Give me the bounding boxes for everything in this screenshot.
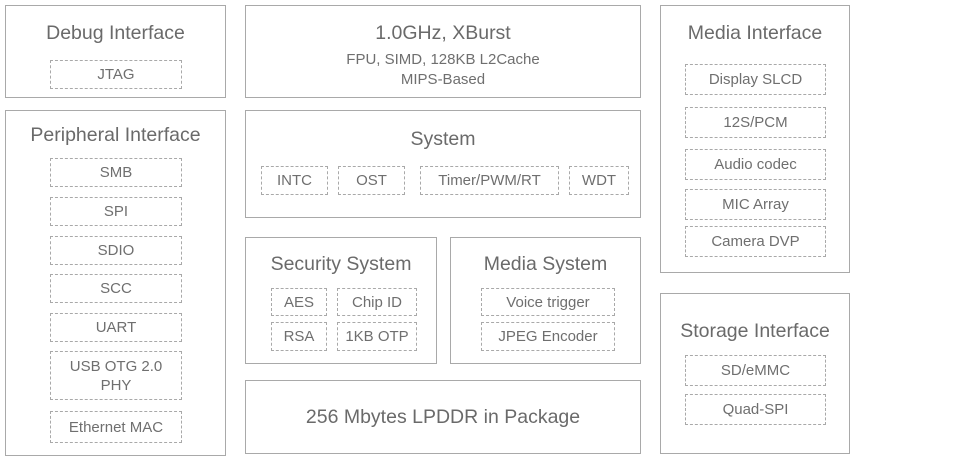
peripheral-interface-title: Peripheral Interface <box>30 124 201 146</box>
camera-dvp-module: Camera DVP <box>685 226 826 257</box>
security-system-title: Security System <box>270 253 412 275</box>
intc-module: INTC <box>261 166 328 195</box>
voice-trigger-module: Voice trigger <box>481 288 615 316</box>
phy-label: PHY <box>100 376 132 394</box>
cpu-details: FPU, SIMD, 128KB L2Cache MIPS-Based <box>246 50 640 90</box>
sdio-module: SDIO <box>50 236 182 265</box>
usb-otg-phy-module: USB OTG 2.0 PHY <box>50 351 182 400</box>
display-slcd-module: Display SLCD <box>685 64 826 95</box>
ethernet-mac-module: Ethernet MAC <box>50 411 182 443</box>
aes-module: AES <box>271 288 327 316</box>
i2s-pcm-module: 12S/PCM <box>685 107 826 138</box>
peripheral-interface-block: Peripheral Interface SMB SPI SDIO SCC UA… <box>5 110 226 456</box>
cpu-architecture: MIPS-Based <box>400 71 486 88</box>
timer-pwm-rt-module: Timer/PWM/RT <box>420 166 559 195</box>
memory-block: 256 Mbytes LPDDR in Package <box>245 380 641 454</box>
audio-codec-module: Audio codec <box>685 149 826 180</box>
scc-module: SCC <box>50 274 182 303</box>
media-system-title: Media System <box>483 253 608 275</box>
cpu-title: 1.0GHz, XBurst <box>375 22 511 44</box>
media-interface-block: Media Interface Display SLCD 12S/PCM Aud… <box>660 5 850 273</box>
sd-emmc-module: SD/eMMC <box>685 355 826 386</box>
usb-otg-label: USB OTG 2.0 <box>69 357 163 375</box>
cpu-block: 1.0GHz, XBurst FPU, SIMD, 128KB L2Cache … <box>245 5 641 98</box>
otp-module: 1KB OTP <box>337 322 417 351</box>
debug-interface-block: Debug Interface JTAG <box>5 5 226 98</box>
ost-module: OST <box>338 166 405 195</box>
wdt-module: WDT <box>569 166 629 195</box>
jtag-module: JTAG <box>50 60 182 89</box>
smb-module: SMB <box>50 158 182 187</box>
security-system-block: Security System AES Chip ID RSA 1KB OTP <box>245 237 437 364</box>
media-interface-title: Media Interface <box>687 22 823 44</box>
debug-interface-title: Debug Interface <box>46 22 185 44</box>
chip-id-module: Chip ID <box>337 288 417 316</box>
jpeg-encoder-module: JPEG Encoder <box>481 322 615 351</box>
mic-array-module: MIC Array <box>685 189 826 220</box>
system-title: System <box>410 128 476 150</box>
uart-module: UART <box>50 313 182 342</box>
quad-spi-module: Quad-SPI <box>685 394 826 425</box>
memory-title: 256 Mbytes LPDDR in Package <box>305 405 581 428</box>
cpu-features: FPU, SIMD, 128KB L2Cache <box>346 51 540 68</box>
spi-module: SPI <box>50 197 182 226</box>
system-block: System INTC OST Timer/PWM/RT WDT <box>245 110 641 218</box>
rsa-module: RSA <box>271 322 327 351</box>
media-system-block: Media System Voice trigger JPEG Encoder <box>450 237 641 364</box>
storage-interface-title: Storage Interface <box>680 320 830 342</box>
storage-interface-block: Storage Interface SD/eMMC Quad-SPI <box>660 293 850 454</box>
